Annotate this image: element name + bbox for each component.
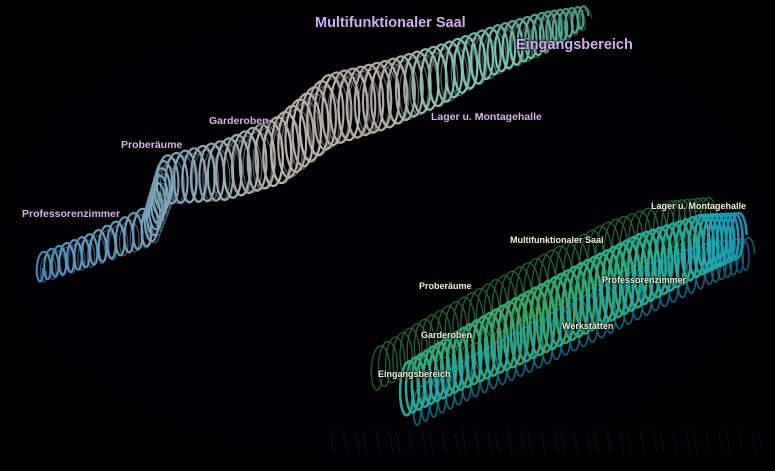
lower-label-proberaeume: Proberäume <box>419 281 472 291</box>
upper-label-eingangsbereich: Eingangsbereich <box>516 37 633 53</box>
upper-label-lager-montagehalle: Lager u. Montagehalle <box>431 111 542 123</box>
upper-label-garderoben: Garderoben <box>209 115 269 127</box>
upper-label-proberaeume: Proberäume <box>121 139 182 151</box>
lower-label-werkstaetten: Werkstätten <box>562 321 613 331</box>
lower-label-professorenzimmer: Professorenzimmer <box>602 275 686 285</box>
lower-label-multifunktionaler-saal: Multifunktionaler Saal <box>510 235 604 245</box>
lower-label-lager-montagehalle: Lager u. Montagehalle <box>651 201 746 211</box>
upper-label-multifunktionaler-saal: Multifunktionaler Saal <box>315 15 466 31</box>
upper-label-professorenzimmer: Professorenzimmer <box>22 208 120 220</box>
lower-label-eingangsbereich: Eingangsbereich <box>378 369 451 379</box>
lower-label-garderoben: Garderoben <box>421 330 472 340</box>
